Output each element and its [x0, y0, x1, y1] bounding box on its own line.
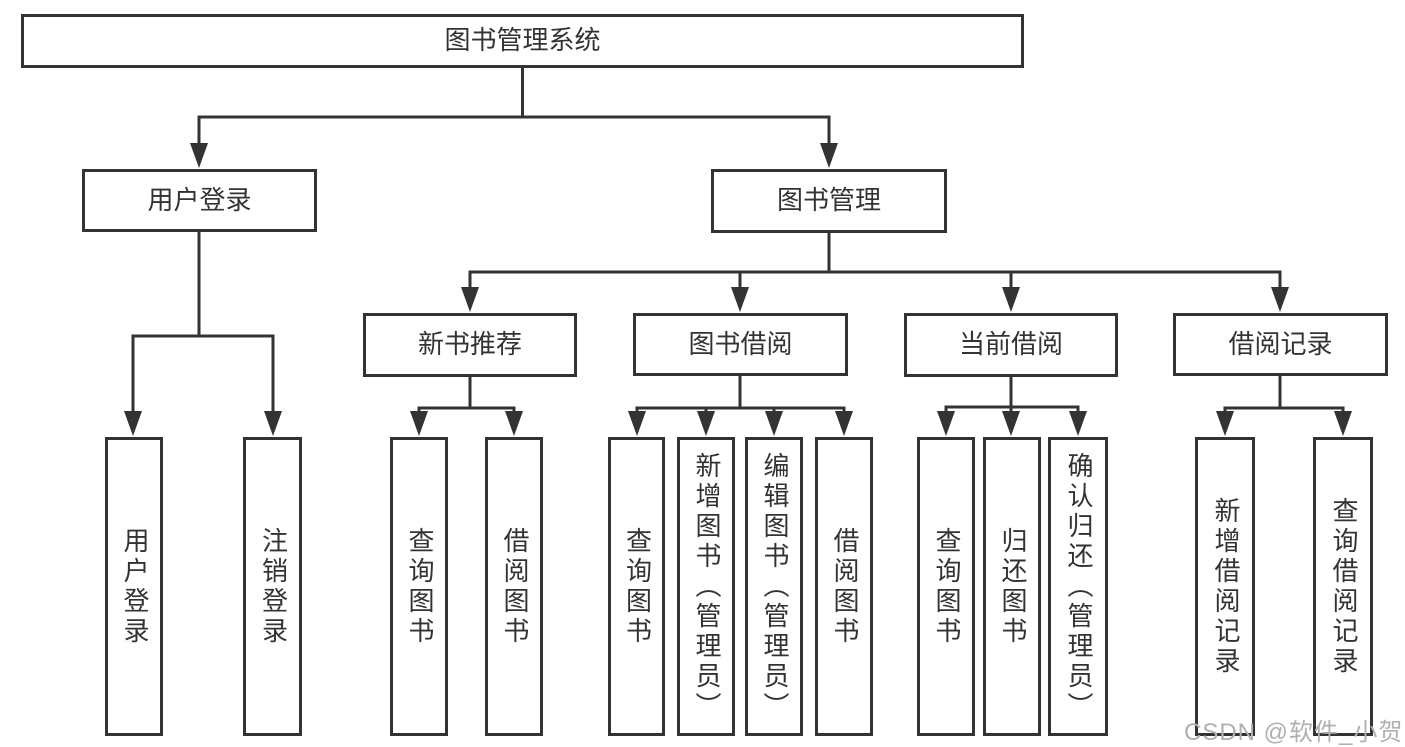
node-new-book-recommend: 新书推荐 [363, 313, 577, 377]
leaf-add-borrow-record: 新增借阅记录 [1195, 437, 1255, 736]
leaf-edit-books-admin: 编辑图书（管理员） [745, 437, 803, 736]
node-label: 查询图书 [931, 526, 962, 647]
node-label: 借阅图书 [829, 526, 860, 647]
node-book-management: 图书管理 [711, 169, 947, 233]
leaf-logout: 注销登录 [243, 437, 302, 736]
node-label: 新增图书（管理员） [691, 451, 722, 722]
node-label: 借阅图书 [499, 526, 530, 647]
node-label: 图书管理 [776, 185, 881, 216]
node-label: 图书管理系统 [444, 25, 601, 56]
node-user-login: 用户登录 [82, 169, 317, 232]
leaf-user-login: 用户登录 [105, 437, 163, 736]
leaf-query-books-borrowing: 查询图书 [608, 437, 665, 736]
leaf-confirm-return-admin: 确认归还（管理员） [1048, 437, 1108, 736]
node-label: 确认归还（管理员） [1063, 451, 1094, 722]
node-label: 编辑图书（管理员） [759, 451, 790, 722]
node-label: 新增借阅记录 [1210, 496, 1241, 677]
node-label: 用户登录 [147, 184, 252, 215]
node-book-borrowing: 图书借阅 [633, 313, 848, 376]
leaf-query-books-current: 查询图书 [917, 437, 975, 736]
leaf-borrow-books-borrowing: 借阅图书 [815, 437, 873, 736]
node-label: 新书推荐 [417, 329, 522, 360]
leaf-borrow-books-recommend: 借阅图书 [485, 437, 543, 736]
node-label: 归还图书 [997, 526, 1028, 647]
node-label: 借阅记录 [1228, 328, 1333, 359]
node-current-borrowing: 当前借阅 [904, 313, 1118, 377]
node-label: 注销登录 [258, 526, 289, 647]
node-label: 图书借阅 [688, 328, 793, 359]
node-label: 当前借阅 [958, 329, 1063, 360]
node-label: 查询图书 [622, 526, 653, 647]
leaf-query-books-recommend: 查询图书 [390, 437, 448, 736]
csdn-watermark: CSDN @软件_小贺同学 [1184, 719, 1405, 746]
node-label: 查询借阅记录 [1328, 496, 1359, 677]
node-label: 用户登录 [119, 526, 150, 647]
leaf-return-books: 归还图书 [983, 437, 1041, 736]
node-borrowing-records: 借阅记录 [1173, 313, 1388, 376]
leaf-add-books-admin: 新增图书（管理员） [677, 437, 735, 736]
node-label: 查询图书 [404, 526, 435, 647]
leaf-query-borrow-record: 查询借阅记录 [1313, 437, 1373, 736]
node-book-management-system: 图书管理系统 [21, 14, 1024, 68]
